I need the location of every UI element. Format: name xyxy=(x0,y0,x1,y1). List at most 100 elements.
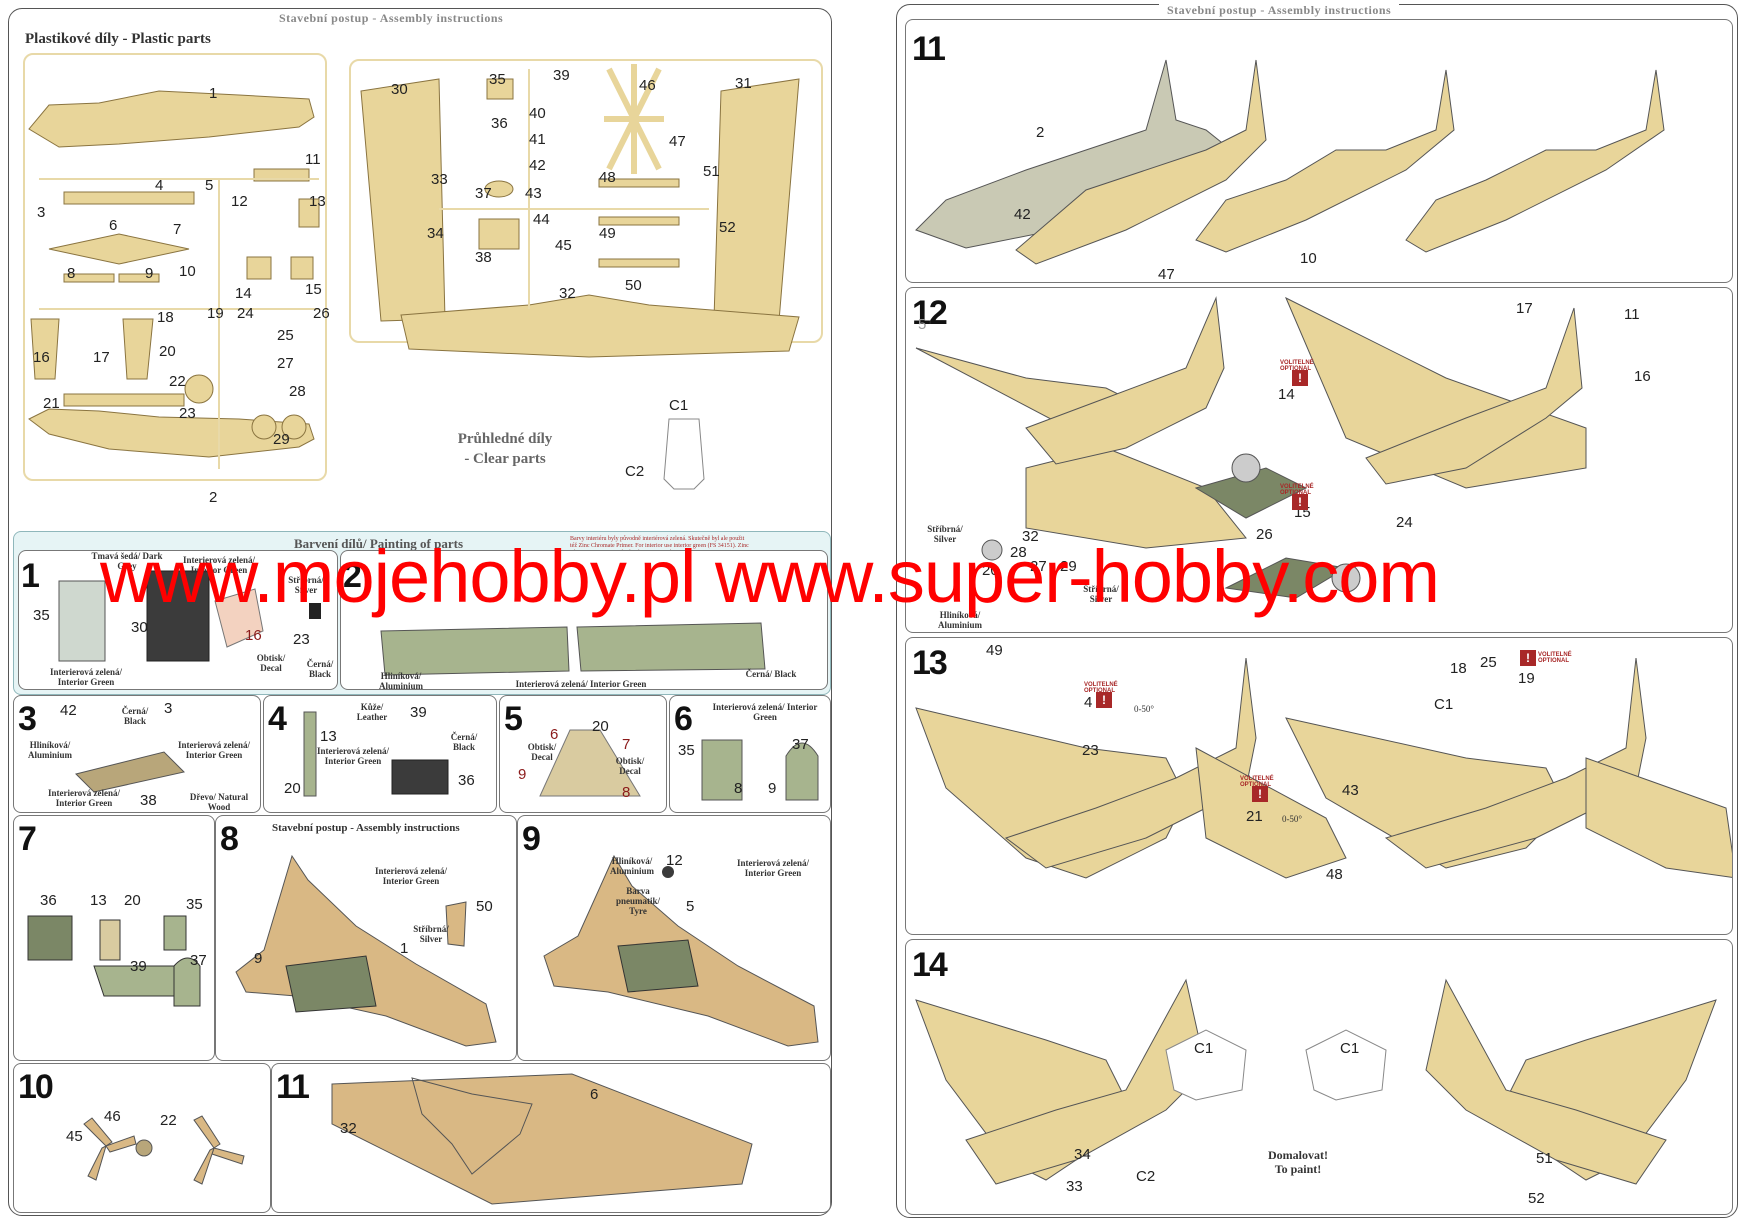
assembly-step-9: 9 12 5 Hliníková/ Aluminium Barva pneuma… xyxy=(517,815,831,1061)
part-label: 8 xyxy=(734,780,742,797)
part-label: 22 xyxy=(169,373,186,390)
part-label: 20 xyxy=(592,718,609,735)
part-label: 38 xyxy=(475,249,492,266)
paint-step-5: 5 6 20 7 9 8 Obtisk/ Decal Obtisk/ Decal xyxy=(499,695,667,813)
color-label: Interierová zelená/ Interior Green xyxy=(728,858,818,878)
color-label: Černá/ Black xyxy=(110,706,160,726)
part-label: 47 xyxy=(1158,266,1175,283)
color-label: Stříbrná/ Silver xyxy=(406,924,456,944)
part-label: 17 xyxy=(1516,300,1533,317)
optional-label: VOLITELNÉ OPTIONAL xyxy=(1280,360,1320,372)
part-label: 36 xyxy=(40,892,57,909)
part-label: 11 xyxy=(1624,306,1640,323)
paint-step-6: 6 35 37 8 9 Interierová zelená/ Interior… xyxy=(669,695,831,813)
part-label: 21 xyxy=(43,395,60,412)
part-label: 25 xyxy=(1480,654,1497,671)
part-label: 46 xyxy=(104,1108,121,1125)
part-label: 29 xyxy=(273,431,290,448)
part-label: 8 xyxy=(622,784,630,801)
part-label: 23 xyxy=(1082,742,1099,759)
part-label: 52 xyxy=(1528,1190,1545,1207)
part-label: 21 xyxy=(1246,808,1263,825)
part-label: 30 xyxy=(391,81,408,98)
assembly-step-13: 13 49 4 23 21 18 25 19 C1 43 48 0-50° 0-… xyxy=(905,637,1733,935)
part-label: 6 xyxy=(109,217,117,234)
part-label: 33 xyxy=(431,171,448,188)
part-label: 24 xyxy=(1396,514,1413,531)
color-label: Hliníková/ Aluminium xyxy=(18,740,82,760)
optional-label: VOLITELNÉ OPTIONAL xyxy=(1084,682,1124,694)
part-label: 35 xyxy=(678,742,695,759)
part-label: 18 xyxy=(157,309,174,326)
color-label: Černá/ Black xyxy=(444,732,484,752)
part-label: 35 xyxy=(186,896,203,913)
part-label: 8 xyxy=(67,265,75,282)
color-label: Dřevo/ Natural Wood xyxy=(184,792,254,812)
part-label: 20 xyxy=(124,892,141,909)
part-label: 52 xyxy=(719,219,736,236)
part-label: 9 xyxy=(254,950,262,967)
color-label: Hliníková/ Aluminium xyxy=(361,671,441,690)
part-label: 15 xyxy=(305,281,322,298)
assembly-step-10: 10 46 22 45 xyxy=(13,1063,271,1213)
part-label: 49 xyxy=(986,642,1003,659)
part-label: 12 xyxy=(231,193,248,210)
color-label: Obtisk/ Decal xyxy=(610,756,650,776)
part-label: 39 xyxy=(410,704,427,721)
part-label: 5 xyxy=(205,177,213,194)
part-label: 37 xyxy=(475,185,492,202)
color-label: Interierová zelená/ Interior Green xyxy=(44,788,124,808)
color-label: Interierová zelená/ Interior Green xyxy=(174,740,254,760)
part-label: 37 xyxy=(190,952,207,969)
optional-icon: ! xyxy=(1096,692,1112,708)
part-label: 50 xyxy=(476,898,493,915)
part-label: C1 xyxy=(1340,1040,1359,1057)
optional-label: VOLITELNÉ OPTIONAL xyxy=(1240,776,1280,788)
part-label: 10 xyxy=(179,263,196,280)
color-label: Černá/ Black xyxy=(305,659,335,679)
part-label: 38 xyxy=(140,792,157,809)
part-label: 9 xyxy=(768,780,776,797)
part-label: 6 xyxy=(590,1086,598,1103)
part-label: C2 xyxy=(1136,1168,1155,1185)
part-label: 7 xyxy=(622,736,630,753)
color-label: Interierová zelená/ Interior Green xyxy=(491,679,671,689)
part-label: 25 xyxy=(277,327,294,344)
part-label: 31 xyxy=(735,75,752,92)
optional-icon: ! xyxy=(1252,786,1268,802)
color-label: Obtisk/ Decal xyxy=(522,742,562,762)
part-label: 46 xyxy=(639,77,656,94)
paint-note-cz: Domalovat! xyxy=(1248,1148,1348,1163)
part-label: 9 xyxy=(518,766,526,783)
part-label: 5 xyxy=(918,316,926,333)
part-label: 18 xyxy=(1450,660,1467,677)
part-label: 11 xyxy=(305,151,321,168)
part-label: 13 xyxy=(320,728,337,745)
part-label: 16 xyxy=(33,349,50,366)
part-label: 24 xyxy=(237,305,254,322)
sprue-drawing xyxy=(9,9,831,489)
clear-parts-title-cz: Průhledné díly xyxy=(435,431,575,448)
clear-parts-title-en: - Clear parts xyxy=(435,451,575,468)
paint-step-4: 4 13 39 20 36 Kůže/ Leather Interierová … xyxy=(263,695,497,813)
part-label: 4 xyxy=(1084,694,1092,711)
part-label: 33 xyxy=(1066,1178,1083,1195)
part-label: 42 xyxy=(60,702,77,719)
part-label: 49 xyxy=(599,225,616,242)
assembly-step-11-right: 11 2 42 47 10 xyxy=(905,19,1733,283)
part-label: 45 xyxy=(555,237,572,254)
color-label: Interierová zelená/ Interior Green xyxy=(710,702,820,722)
part-label: 19 xyxy=(207,305,224,322)
optional-icon: ! xyxy=(1292,494,1308,510)
part-label: 51 xyxy=(1536,1150,1553,1167)
part-label: 26 xyxy=(313,305,330,322)
part-label: C1 xyxy=(1194,1040,1213,1057)
color-label: Kůže/ Leather xyxy=(348,702,396,722)
part-label: 4 xyxy=(155,177,163,194)
assembly-step-14: 14 C1 C1 34 33 C2 51 52 Domalovat! To pa… xyxy=(905,939,1733,1215)
part-label: 16 xyxy=(1634,368,1651,385)
part-label: 48 xyxy=(599,169,616,186)
clear-part-label: C2 xyxy=(625,463,644,480)
part-label: 41 xyxy=(529,131,546,148)
part-label: 20 xyxy=(284,780,301,797)
